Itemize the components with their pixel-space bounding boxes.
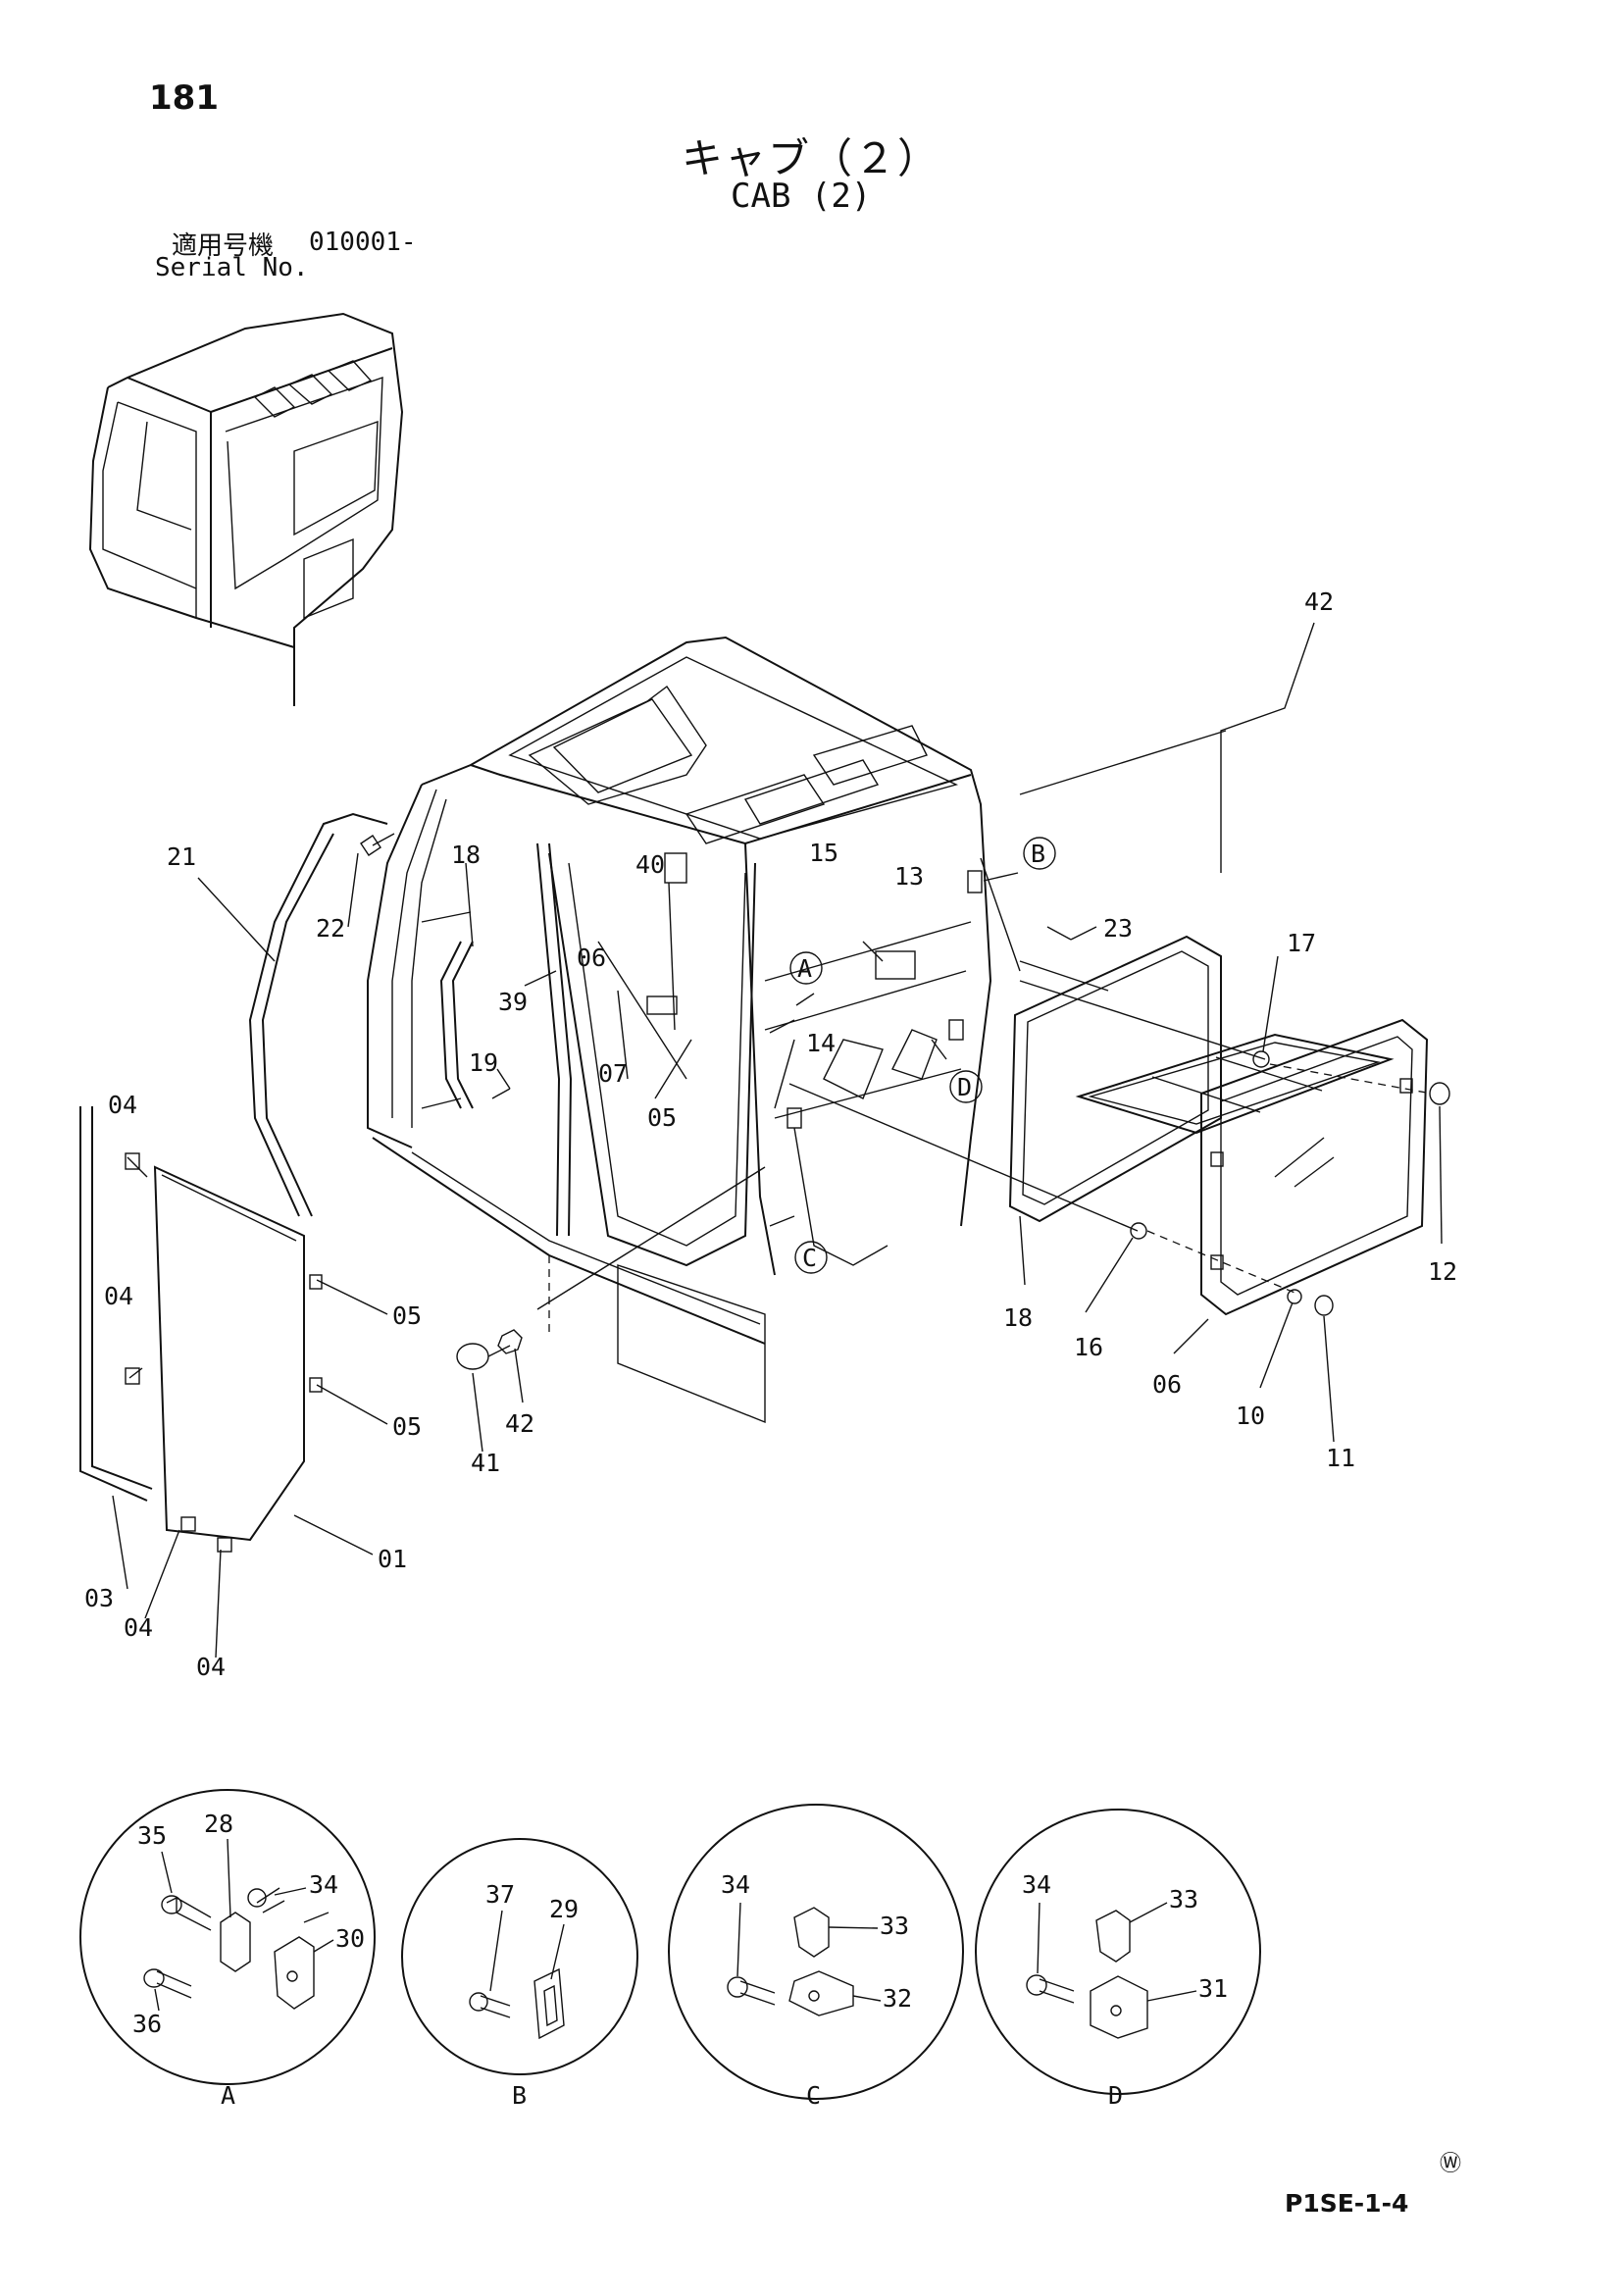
serial-label-ja: 適用号機 xyxy=(172,231,275,261)
w-mark-icon: Ⓦ xyxy=(1440,2152,1462,2176)
window-glass-part-06 xyxy=(1200,1018,1429,1316)
detail-label-a: A xyxy=(221,2081,235,2110)
detail-view-a: A 35 28 34 30 36 xyxy=(79,1789,376,2110)
part-label-04-d: 04 xyxy=(196,1653,226,1681)
part-label-23: 23 xyxy=(1103,914,1133,943)
door-seal-part-03 xyxy=(79,1106,153,1502)
part-label-33-c: 33 xyxy=(880,1912,909,1940)
page-title-ja: キャブ（２） xyxy=(682,134,941,182)
part-label-29: 29 xyxy=(549,1895,579,1923)
part-number-labels: 42 21 22 18 06 40 15 13 23 17 39 19 14 0… xyxy=(84,587,1457,1681)
callout-d: D xyxy=(957,1073,972,1101)
cab-frame xyxy=(367,636,992,1424)
part-label-04-a: 04 xyxy=(108,1091,137,1119)
figure-code: P1SE-1-4 xyxy=(1285,2189,1409,2218)
part-label-39: 39 xyxy=(498,988,528,1016)
part-label-14: 14 xyxy=(806,1029,836,1057)
cab-overview-illustration xyxy=(88,312,404,706)
part-label-34-c: 34 xyxy=(721,1870,750,1899)
callout-c: C xyxy=(802,1244,817,1272)
handrail-part-21 xyxy=(248,812,388,1217)
part-label-34-d: 34 xyxy=(1022,1870,1051,1899)
part-label-11: 11 xyxy=(1326,1444,1355,1472)
part-label-33-d: 33 xyxy=(1169,1885,1198,1913)
part-label-42: 42 xyxy=(505,1409,534,1438)
part-label-05-a: 05 xyxy=(392,1301,422,1330)
grip-part-19 xyxy=(439,941,474,1109)
part-label-32: 32 xyxy=(883,1984,912,2013)
page-title-en: CAB (2) xyxy=(731,177,872,216)
part-label-38: 40 xyxy=(635,850,665,879)
part-label-34-a: 34 xyxy=(309,1870,338,1899)
part-label-41: 41 xyxy=(471,1449,500,1477)
detail-label-d: D xyxy=(1108,2081,1123,2110)
page-number: 181 xyxy=(149,78,219,118)
part-label-20: 19 xyxy=(469,1048,498,1077)
part-label-05-b: 05 xyxy=(392,1412,422,1441)
part-label-09: 07 xyxy=(598,1059,628,1088)
callout-markers: A B C D xyxy=(789,837,1056,1274)
door-glass-part-01 xyxy=(153,1165,305,1542)
detail-label-c: C xyxy=(806,2081,821,2110)
grip-part-39 xyxy=(536,842,573,1237)
window-seal-part-18 xyxy=(1008,935,1222,1223)
detail-label-b: B xyxy=(512,2081,527,2110)
detail-view-d: D 34 33 31 xyxy=(975,1809,1261,2110)
part-label-30: 30 xyxy=(335,1924,365,1953)
detail-view-c: C 34 33 32 xyxy=(668,1804,964,2110)
part-label-03: 03 xyxy=(84,1584,114,1612)
part-label-06: 06 xyxy=(1152,1370,1182,1399)
serial-label-en: Serial No. xyxy=(155,253,309,282)
part-label-40: 42 xyxy=(1304,587,1334,616)
part-label-16: 16 xyxy=(1074,1333,1103,1361)
part-label-10: 10 xyxy=(1236,1402,1265,1430)
serial-value: 010001- xyxy=(309,228,417,257)
part-label-18: 18 xyxy=(1003,1303,1033,1332)
part-label-36: 36 xyxy=(132,2010,162,2038)
callout-b: B xyxy=(1031,840,1045,868)
part-label-04-c: 04 xyxy=(124,1613,153,1642)
part-label-31: 31 xyxy=(1198,1974,1228,2003)
part-label-08: 06 xyxy=(577,944,606,972)
part-label-15: 15 xyxy=(809,839,838,867)
part-label-37: 37 xyxy=(485,1880,515,1909)
part-label-21: 21 xyxy=(167,842,196,871)
callout-a: A xyxy=(797,954,812,983)
door-clips-part-04-05 xyxy=(125,1152,323,1553)
part-label-07: 05 xyxy=(647,1103,677,1132)
hardware-parts xyxy=(360,833,1450,1370)
part-label-04-b: 04 xyxy=(104,1282,133,1310)
part-label-01: 01 xyxy=(378,1545,407,1573)
part-label-17: 17 xyxy=(1287,929,1316,957)
part-label-19: 18 xyxy=(451,841,481,869)
detail-view-b: B 37 29 xyxy=(401,1838,638,2110)
part-label-13: 13 xyxy=(894,862,924,891)
part-label-12: 12 xyxy=(1428,1257,1457,1286)
part-label-28: 28 xyxy=(204,1810,233,1838)
part-label-22: 22 xyxy=(316,914,345,943)
filter-part-40 xyxy=(1075,1033,1395,1135)
leader-lines xyxy=(112,622,1443,1658)
part-label-35: 35 xyxy=(137,1821,167,1850)
